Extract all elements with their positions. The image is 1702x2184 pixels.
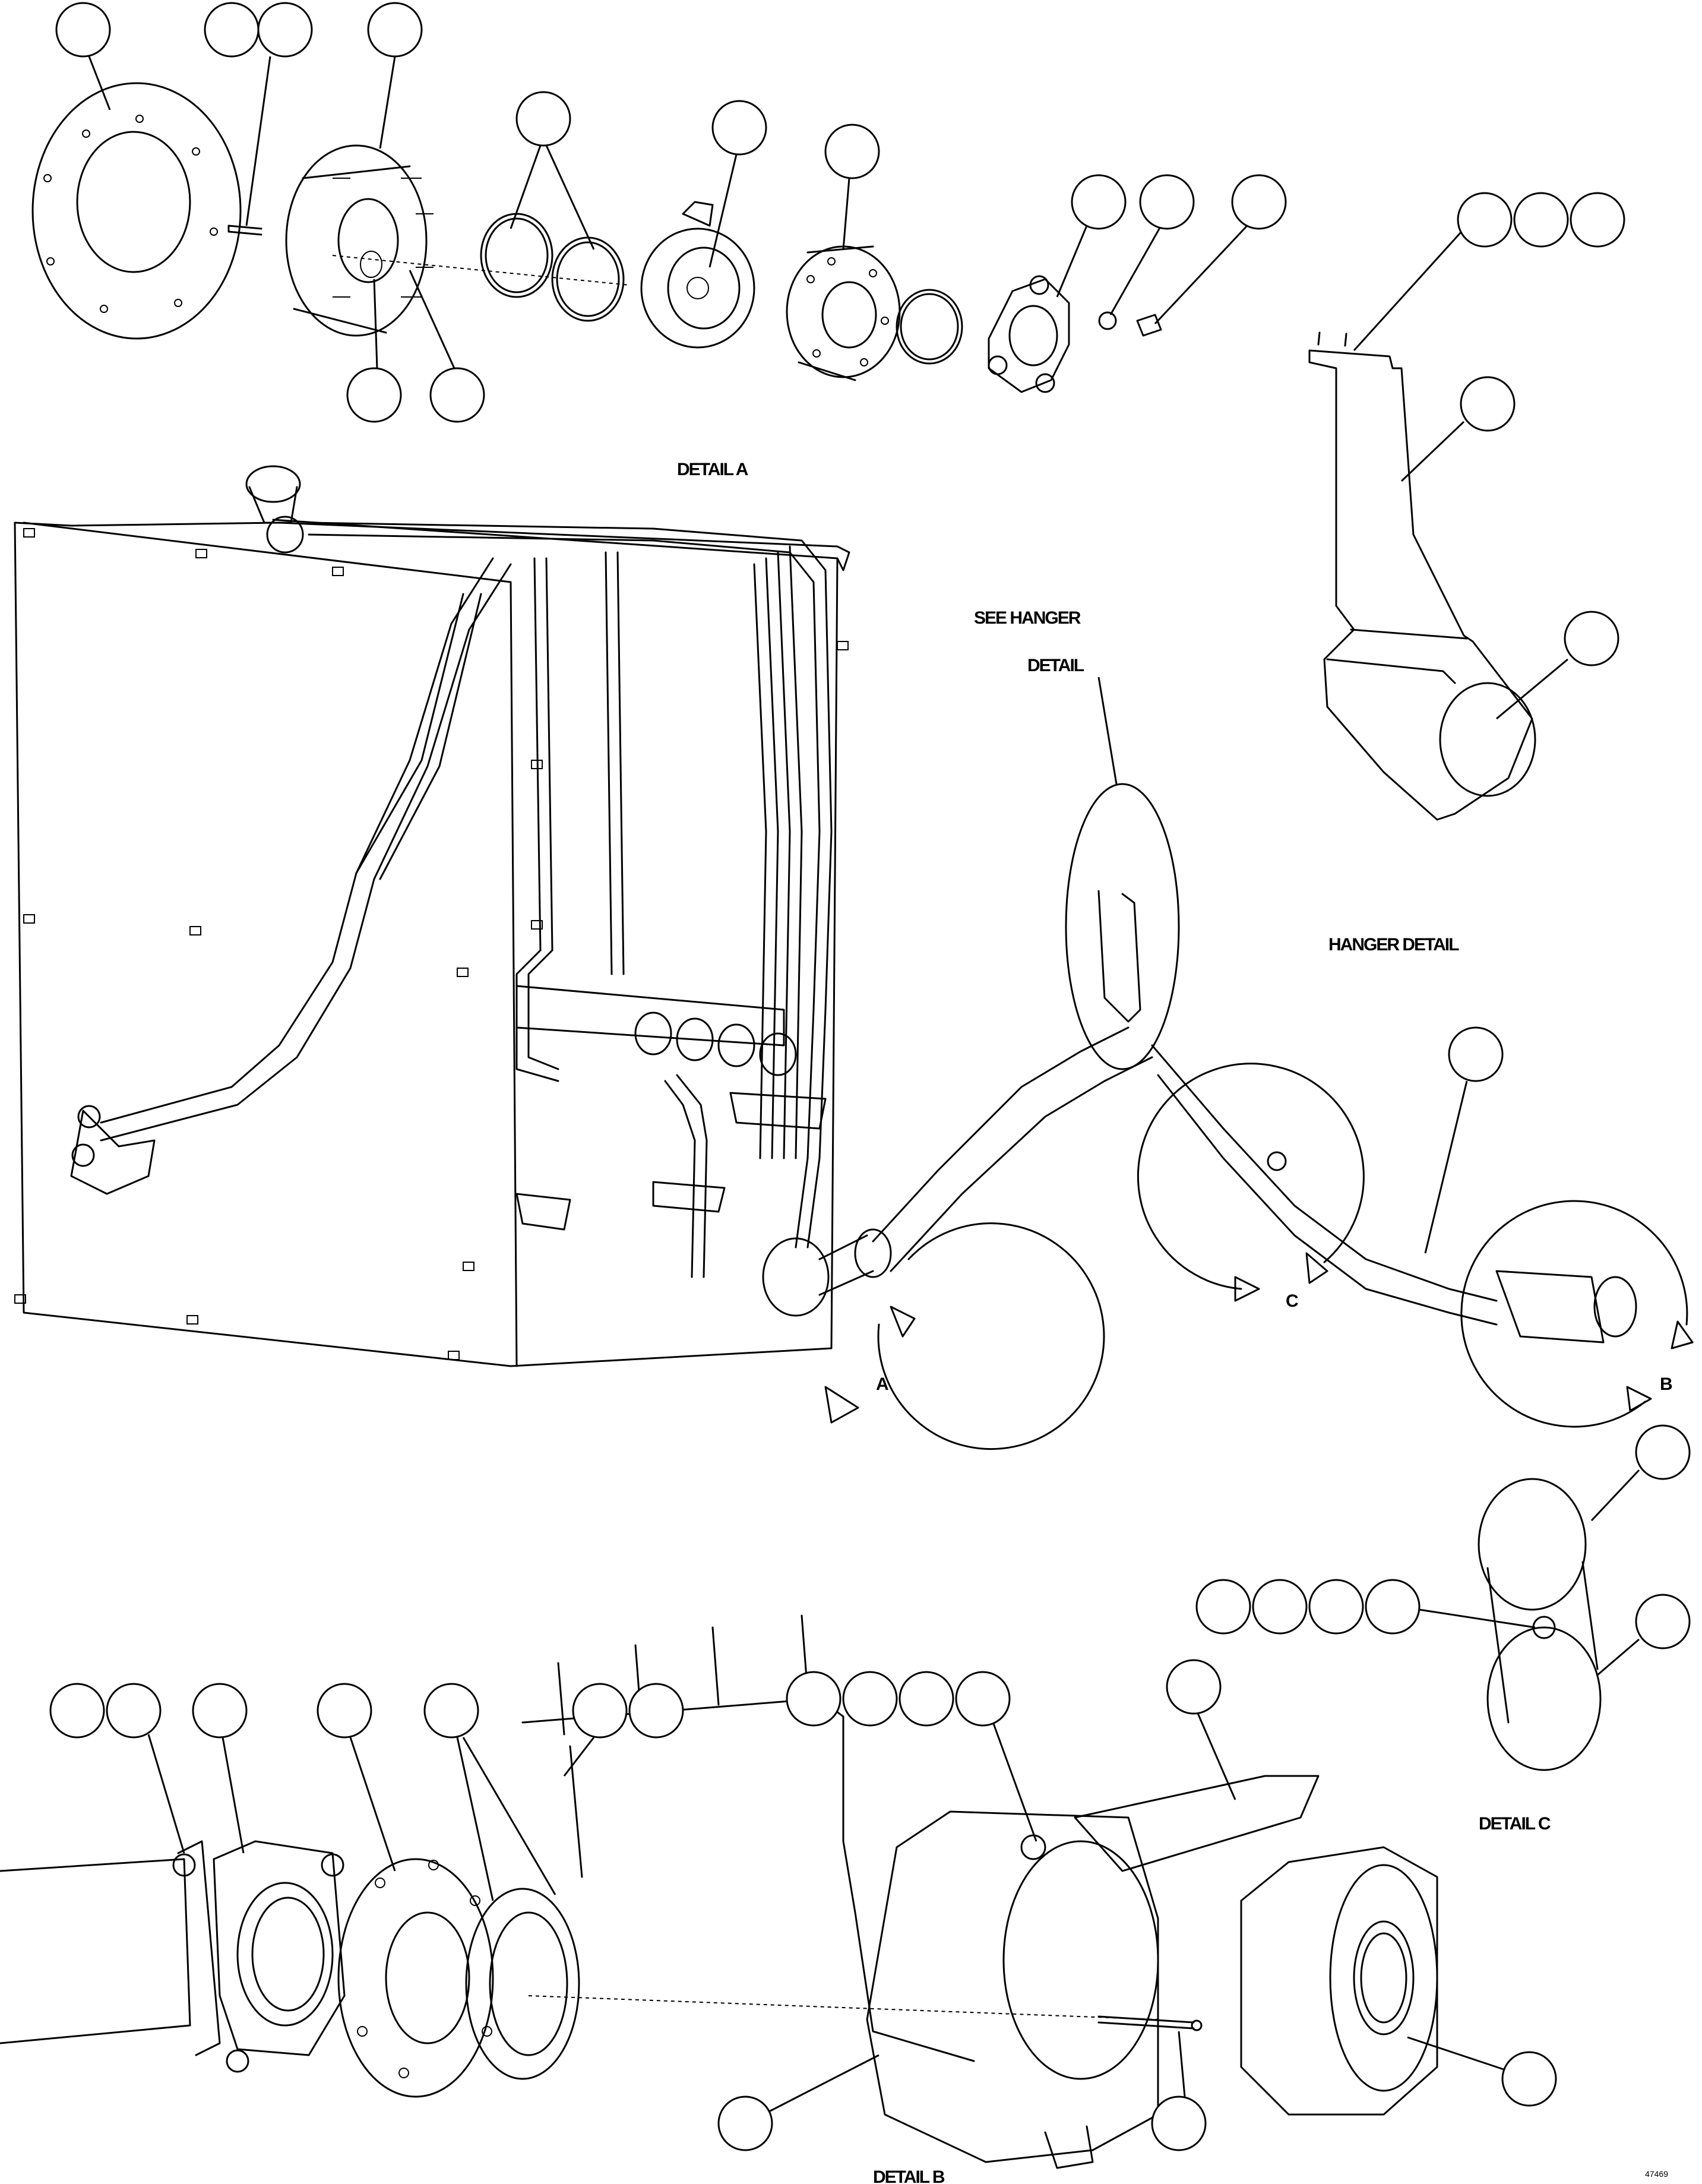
see-hanger-label-1: SEE HANGER <box>974 608 1081 628</box>
callout-balloon <box>1139 174 1195 230</box>
callout-balloon <box>1564 611 1619 666</box>
callout-balloon <box>367 2 423 58</box>
callout-balloon <box>824 124 880 179</box>
small-o-ring <box>896 289 963 365</box>
detail-a-group: DETAIL A <box>31 82 1162 479</box>
detail-c-callout-circle: C <box>1137 1063 1365 1311</box>
view-a-label: A <box>876 1374 888 1394</box>
callout-balloon <box>628 1683 684 1739</box>
hanger-clamp-hole <box>1439 682 1536 797</box>
gasket-plate <box>31 82 242 340</box>
suction-fitting <box>762 1237 830 1317</box>
callout-balloon <box>346 367 402 423</box>
vertical-pipe-1 <box>515 557 559 1082</box>
callout-balloon <box>1252 1579 1308 1635</box>
callout-balloon <box>1501 2051 1557 2107</box>
callout-balloon <box>55 2 111 58</box>
callout-balloon <box>106 1683 162 1739</box>
hydraulic-tank <box>14 521 850 1367</box>
callout-balloon <box>204 2 260 58</box>
left-hose <box>100 557 494 1124</box>
callout-balloon <box>317 1683 372 1739</box>
detail-c-label: DETAIL C <box>1479 1814 1551 1834</box>
hinged-cover <box>1074 1775 1320 1872</box>
detail-b-callout-circle: B <box>1460 1200 1694 1428</box>
hose-clamp-ring-2 <box>1486 1626 1602 1771</box>
callout-balloon <box>423 1683 479 1739</box>
callout-balloon <box>899 1671 954 1727</box>
hose-clamp-ring-1 <box>1478 1478 1587 1611</box>
callout-balloon <box>842 1671 898 1727</box>
see-hanger-label-2: DETAIL <box>1027 656 1084 675</box>
top-hose-run <box>308 521 833 1249</box>
mounting-bracket <box>521 1698 975 2062</box>
detail-c-group: DETAIL C <box>1478 1478 1602 1834</box>
spacer-flange <box>337 1858 494 2098</box>
split-flange <box>213 1840 346 2056</box>
callout-balloon <box>1195 1579 1251 1635</box>
figure-id: 47469 <box>1645 2169 1668 2179</box>
callout-balloon <box>1513 192 1569 248</box>
o-ring-2 <box>551 236 625 322</box>
detail-a-label: DETAIL A <box>677 460 748 479</box>
callout-balloon <box>1570 192 1625 248</box>
callout-balloon <box>1635 1424 1691 1480</box>
callout-balloon <box>1635 1594 1691 1649</box>
hanger-detail-label: HANGER DETAIL <box>1328 935 1459 954</box>
callout-balloon <box>786 1671 841 1727</box>
detail-a-callout-circle: A <box>762 1222 1105 1450</box>
o-ring-1 <box>480 213 553 298</box>
filter-element <box>1240 1846 1438 2116</box>
swivel-valve <box>640 227 755 349</box>
view-c-label: C <box>1286 1291 1298 1311</box>
hanger-bracket <box>1308 349 1533 821</box>
callout-balloon <box>192 1683 248 1739</box>
split-flange-bracket <box>988 278 1070 393</box>
outlet-pipe <box>0 1858 191 2044</box>
callout-balloon <box>257 2 313 58</box>
callout-balloon <box>429 367 485 423</box>
callout-balloon <box>1308 1579 1364 1635</box>
callout-balloon <box>1365 1579 1421 1635</box>
detail-b-group: DETAIL B <box>0 1614 1438 2184</box>
callout-balloon <box>955 1671 1011 1727</box>
callout-balloon <box>711 100 767 156</box>
washer <box>1098 311 1117 330</box>
rotor-disc <box>786 245 901 378</box>
callout-balloon <box>1457 192 1513 248</box>
callout-balloon <box>1460 376 1516 432</box>
flange-plate <box>285 144 428 337</box>
flange-gasket <box>465 1888 580 2080</box>
long-bolt <box>1097 2015 1195 2030</box>
callout-balloon <box>1166 1659 1222 1715</box>
see-hanger-callout: SEE HANGER DETAIL <box>974 608 1180 1070</box>
callout-balloon <box>515 91 571 147</box>
hanger-detail-group: HANGER DETAIL <box>1308 331 1536 954</box>
main-assembly <box>14 465 850 1367</box>
callout-balloon <box>1448 1026 1504 1082</box>
callout-balloon <box>49 1683 105 1739</box>
callout-balloon <box>1231 174 1287 230</box>
callout-balloon <box>572 1683 628 1739</box>
long-suction-hose <box>872 1026 1130 1243</box>
callout-balloon <box>1071 174 1127 230</box>
filter-housing <box>866 1810 1159 2163</box>
view-b-label: B <box>1660 1374 1672 1394</box>
filler-cap <box>245 465 301 503</box>
manifold-block <box>515 985 785 1047</box>
callout-balloons <box>49 2 1691 2151</box>
callout-balloon <box>717 2095 773 2151</box>
callout-balloon <box>1151 2095 1207 2151</box>
bolt <box>1136 314 1162 337</box>
detail-b-label: DETAIL B <box>873 2167 945 2184</box>
